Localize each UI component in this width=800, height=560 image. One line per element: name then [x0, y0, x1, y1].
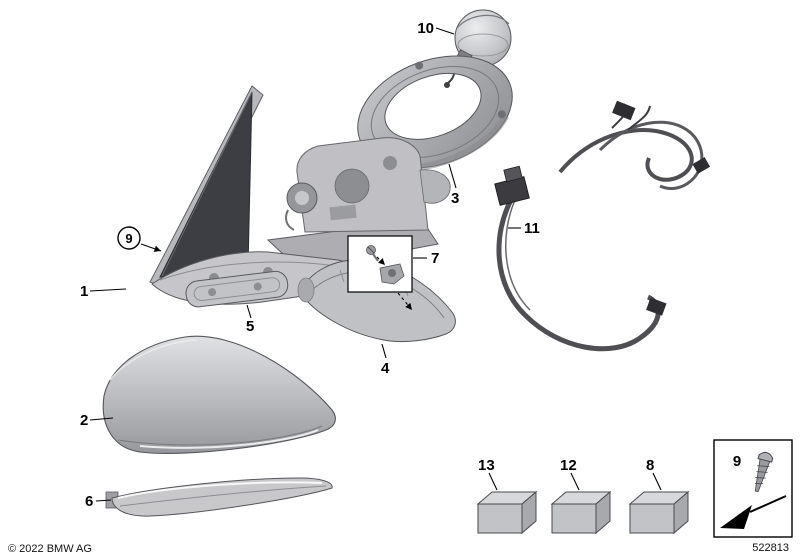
- wiring-harness-drawing: [494, 100, 711, 352]
- callout-2[interactable]: 2: [80, 412, 88, 429]
- leader-line-10: [435, 27, 455, 35]
- callout-7[interactable]: 7: [431, 250, 439, 267]
- mirror-cap-drawing: [102, 335, 336, 454]
- leader-line-8: [652, 472, 662, 491]
- arrow-icon: [720, 495, 787, 529]
- callout-9-circled[interactable]: 9: [117, 226, 162, 252]
- bracket-part5-drawing: [185, 270, 289, 308]
- fastener-legend-box: 9: [713, 439, 793, 538]
- callout-5[interactable]: 5: [246, 318, 254, 335]
- leader-line-13: [488, 472, 498, 491]
- leader-line-5: [246, 304, 252, 319]
- callout-11[interactable]: 11: [524, 220, 540, 237]
- callout-9[interactable]: 9: [125, 231, 132, 246]
- turn-signal-drawing: [105, 477, 333, 517]
- lower-housing-drawing: [297, 259, 456, 343]
- screw-icon: [754, 451, 774, 493]
- leader-line-2: [89, 417, 114, 421]
- callout-3[interactable]: 3: [451, 190, 459, 207]
- callout-8[interactable]: 8: [646, 457, 654, 474]
- callout-10[interactable]: 10: [417, 20, 434, 37]
- diagram-number: 522813: [752, 542, 789, 554]
- screw-icon: [366, 245, 379, 262]
- leader-line-3: [448, 163, 457, 189]
- leader-line-4: [381, 343, 387, 359]
- callout-9-box[interactable]: 9: [733, 453, 741, 470]
- callout-1[interactable]: 1: [80, 283, 88, 300]
- package-box-13-drawing: [476, 490, 538, 535]
- copyright-text: © 2022 BMW AG: [8, 543, 92, 555]
- part7-box: [347, 235, 413, 311]
- callout-13[interactable]: 13: [478, 457, 495, 474]
- leader-line-1: [89, 288, 127, 292]
- package-box-8-drawing: [628, 490, 690, 535]
- callout-4[interactable]: 4: [381, 360, 390, 377]
- callout-12[interactable]: 12: [560, 457, 577, 474]
- leader-line-6: [95, 499, 112, 502]
- leader-line-12: [570, 472, 580, 491]
- package-box-12-drawing: [550, 490, 612, 535]
- callout-6[interactable]: 6: [85, 493, 93, 510]
